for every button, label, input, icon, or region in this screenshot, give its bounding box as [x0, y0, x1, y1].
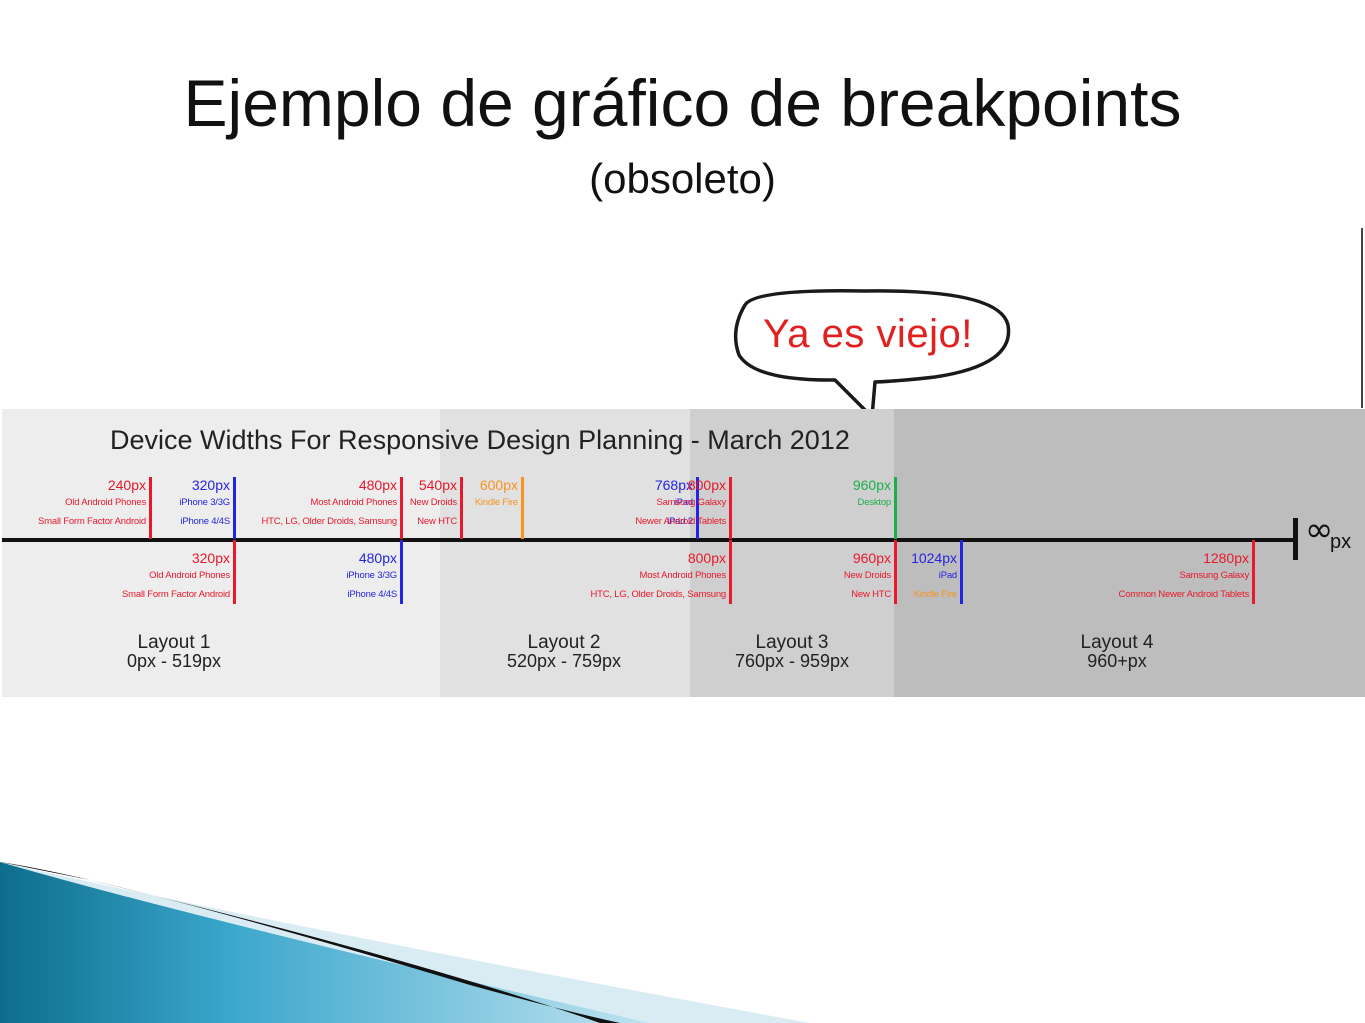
layout-zone-1 — [2, 409, 440, 697]
layout-range-1: 0px - 519px — [126, 651, 222, 671]
top-marker-3 — [460, 477, 463, 539]
bottom-width-2: 800px — [687, 550, 726, 566]
top-device-3-1: New HTC — [417, 516, 457, 527]
infinity-symbol: ∞ — [1305, 510, 1334, 550]
layout-zone-4 — [894, 409, 1365, 697]
layout-range-2: 520px - 759px — [506, 651, 622, 671]
bottom-device-1-0: iPhone 3/3G — [346, 570, 397, 581]
top-device-0-1: Small Form Factor Android — [38, 516, 146, 527]
slide-subtitle: (obsoleto) — [589, 155, 776, 202]
top-marker-2 — [400, 477, 403, 539]
speech-bubble-text: Ya es viejo! — [763, 312, 973, 356]
bottom-device-5-0: Samsung Galaxy — [1179, 570, 1249, 581]
top-device-5-1: iPad 2 — [667, 516, 693, 527]
layout-zone-2 — [440, 409, 690, 697]
top-width-4: 600px — [479, 477, 518, 493]
bottom-marker-3 — [894, 540, 897, 604]
bottom-width-3: 960px — [852, 550, 891, 566]
bottom-label-1: 480px iPhone 3/3G iPhone 4/4S — [346, 550, 397, 604]
top-device-6-1: Newer Android Tablets — [635, 516, 726, 527]
top-device-2-0: Most Android Phones — [310, 497, 397, 508]
top-marker-0 — [149, 477, 152, 539]
bottom-device-3-1: New HTC — [851, 589, 891, 600]
top-marker-5 — [696, 477, 699, 539]
layout-zone-3 — [690, 409, 894, 697]
layout-name-1: Layout 1 — [137, 632, 211, 653]
top-width-6: 800px — [687, 477, 726, 493]
top-marker-4 — [521, 477, 524, 539]
top-device-1-0: iPhone 3/3G — [179, 497, 230, 508]
top-label-5: 768px iPad iPad 2 — [655, 477, 693, 531]
bottom-device-0-0: Old Android Phones — [149, 570, 230, 581]
bottom-device-4-0: iPad — [938, 570, 957, 581]
bottom-device-5-1: Common Newer Android Tablets — [1118, 589, 1250, 600]
top-device-7-0: Desktop — [857, 497, 892, 508]
top-marker-1 — [233, 477, 236, 539]
bottom-device-2-0: Most Android Phones — [639, 570, 726, 581]
bottom-device-4-1: Kindle Fire — [913, 589, 957, 600]
top-width-5: 768px — [654, 477, 693, 493]
top-width-7: 960px — [852, 477, 891, 493]
layout-name-4: Layout 4 — [1080, 632, 1154, 653]
top-device-1-1: iPhone 4/4S — [180, 516, 230, 527]
bottom-device-3-0: New Droids — [843, 570, 891, 581]
chart-title: Device Widths For Responsive Design Plan… — [110, 425, 850, 455]
bottom-width-4: 1024px — [911, 550, 957, 566]
top-marker-6 — [729, 477, 732, 539]
top-device-4-0: Kindle Fire — [474, 497, 518, 508]
layout-range-4: 960+px — [1087, 651, 1147, 671]
bottom-width-5: 1280px — [1203, 550, 1249, 566]
speech-bubble: Ya es viejo! — [725, 285, 1025, 425]
top-marker-7 — [894, 477, 897, 539]
bottom-marker-4 — [960, 540, 963, 604]
infinity-unit: px — [1330, 531, 1352, 553]
bottom-width-0: 320px — [191, 550, 230, 566]
layout-name-3: Layout 3 — [755, 632, 829, 653]
bottom-marker-2 — [729, 540, 732, 604]
breakpoints-chart: Device Widths For Responsive Design Plan… — [2, 409, 1365, 697]
bottom-marker-0 — [233, 540, 236, 604]
top-device-6-0: Samsung Galaxy — [656, 497, 726, 508]
bottom-device-1-1: iPhone 4/4S — [347, 589, 397, 600]
top-width-3: 540px — [418, 477, 457, 493]
bottom-device-0-1: Small Form Factor Android — [122, 589, 230, 600]
layout-name-2: Layout 2 — [527, 632, 601, 653]
top-device-0-0: Old Android Phones — [65, 497, 146, 508]
top-width-1: 320px — [191, 477, 230, 493]
slide-title: Ejemplo de gráfico de breakpoints — [183, 66, 1182, 140]
bottom-marker-5 — [1252, 540, 1255, 604]
top-width-0: 240px — [107, 477, 146, 493]
top-device-2-1: HTC, LG, Older Droids, Samsung — [261, 516, 398, 527]
top-width-2: 480px — [358, 477, 397, 493]
top-label-1: 320px iPhone 3/3G iPhone 4/4S — [179, 477, 230, 531]
bottom-width-1: 480px — [358, 550, 397, 566]
speech-bubble-outline — [733, 289, 1011, 419]
axis-line — [2, 538, 1294, 542]
axis-end-bar — [1293, 518, 1298, 560]
layout-range-3: 760px - 959px — [734, 651, 850, 671]
top-device-3-0: New Droids — [409, 497, 457, 508]
right-edge-line — [1361, 228, 1363, 408]
top-device-5-0: iPad — [674, 497, 693, 508]
bottom-device-2-1: HTC, LG, Older Droids, Samsung — [590, 589, 727, 600]
bottom-marker-1 — [400, 540, 403, 604]
